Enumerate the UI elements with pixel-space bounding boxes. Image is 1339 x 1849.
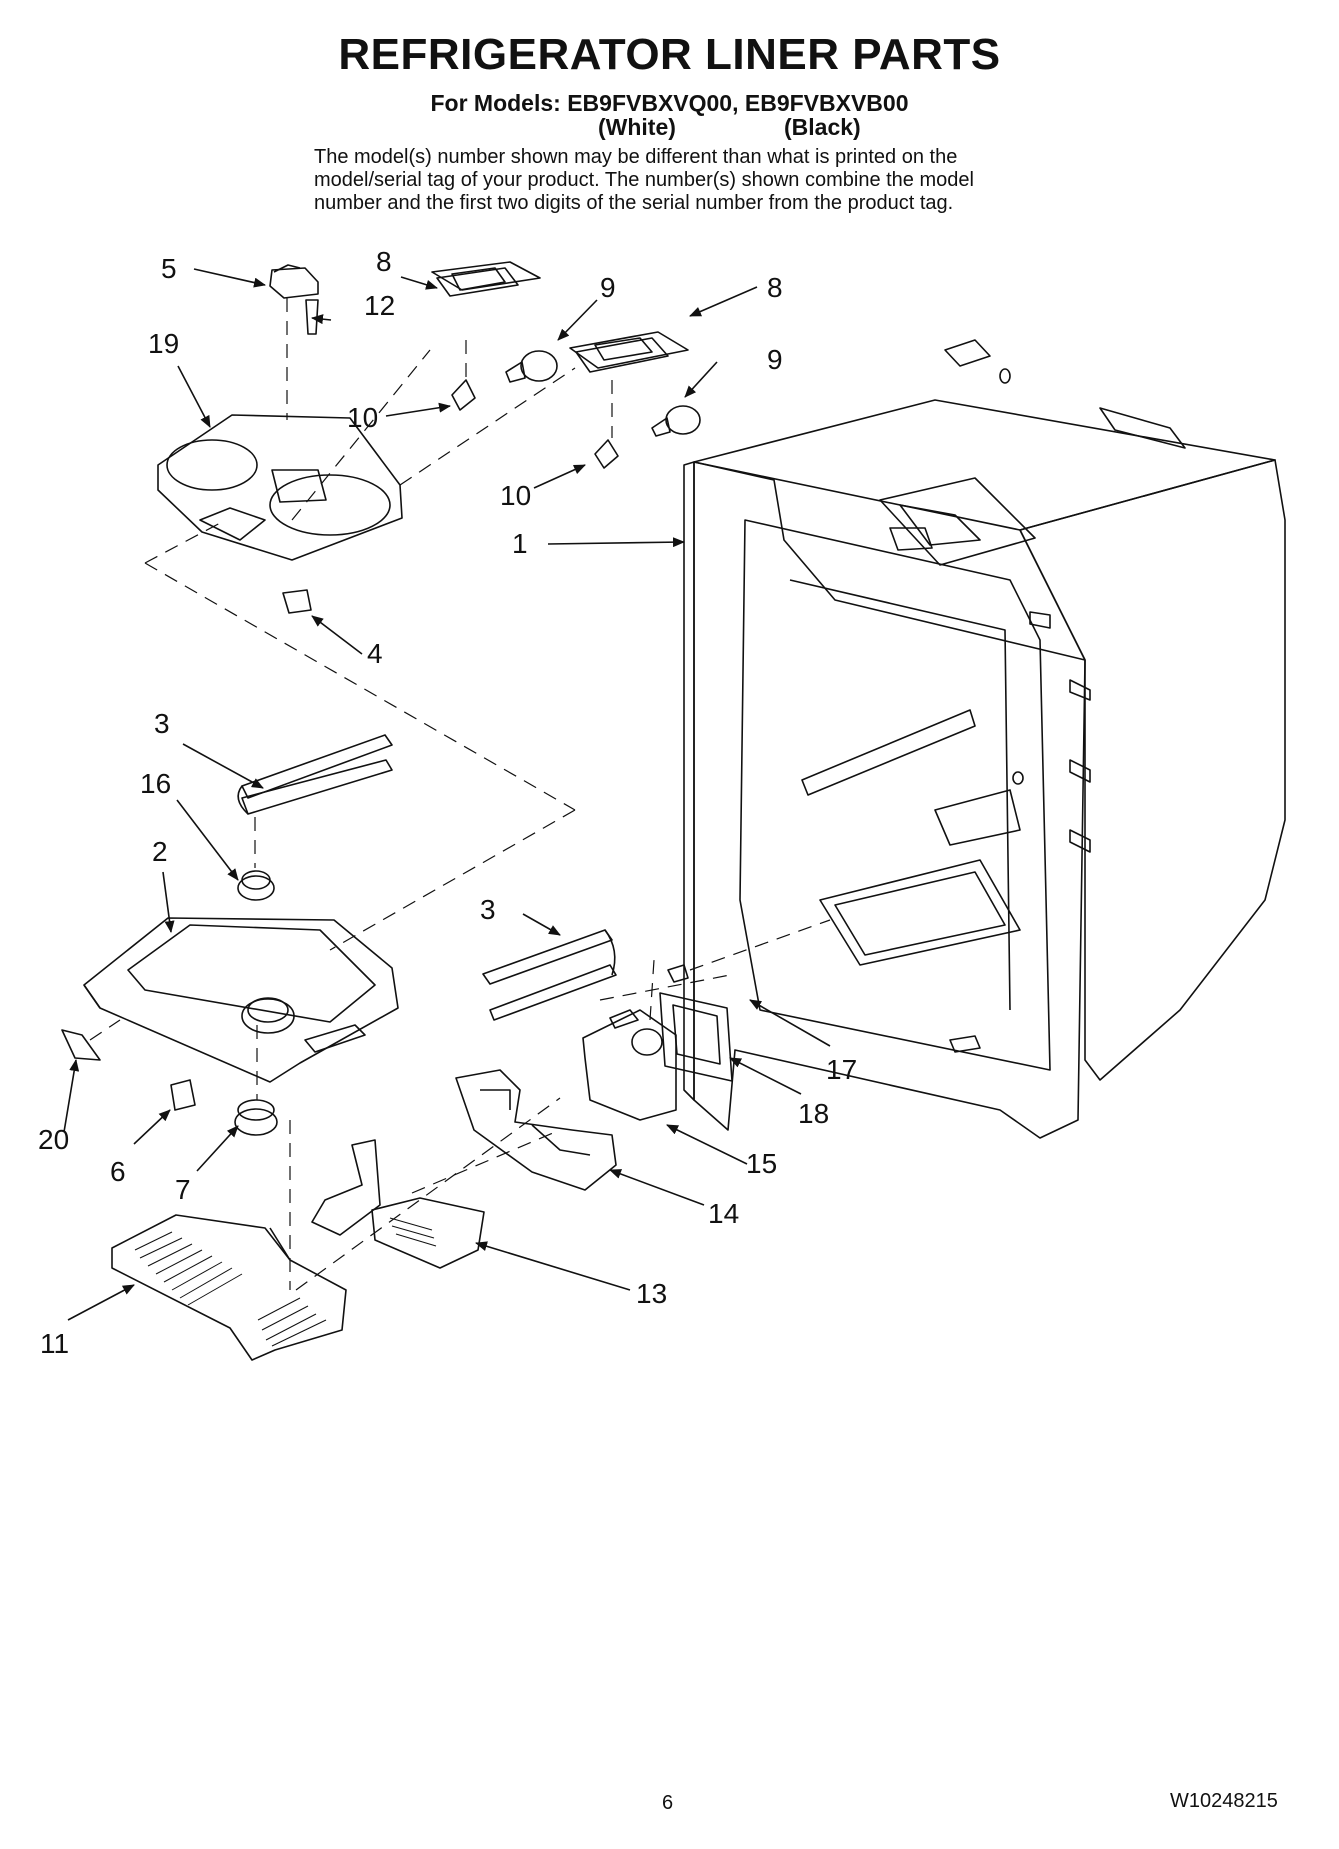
description-line-1: The model(s) number shown may be differe… xyxy=(314,146,958,168)
callout-9-lower: 9 xyxy=(767,344,783,375)
screw xyxy=(305,299,319,335)
damper-motor xyxy=(582,1009,677,1121)
bulb-upper xyxy=(505,350,558,383)
clip xyxy=(61,1029,101,1061)
refrigerator-liner xyxy=(683,339,1286,1139)
control-base xyxy=(83,917,399,1083)
light-shield xyxy=(157,414,403,561)
callout-18: 18 xyxy=(798,1098,830,1129)
screw-fitting xyxy=(667,964,689,983)
light-housing-lower xyxy=(569,331,689,373)
page-title: REFRIGERATOR LINER PARTS xyxy=(338,30,1001,79)
callout-9-upper: 9 xyxy=(600,272,616,303)
socket-lower xyxy=(594,439,619,469)
filter-bezel xyxy=(659,992,733,1082)
callout-12: 12 xyxy=(364,290,396,321)
callout-16: 16 xyxy=(140,768,172,799)
callout-19: 19 xyxy=(148,328,180,359)
belt-upper xyxy=(237,734,393,815)
air-damper-housing xyxy=(455,1069,617,1191)
page-number: 6 xyxy=(662,1792,674,1814)
description-line-3: number and the first two digits of the s… xyxy=(314,192,954,214)
sensor xyxy=(282,589,312,614)
variant-black-label: (Black) xyxy=(784,114,861,140)
callout-3-upper: 3 xyxy=(154,708,170,739)
light-housing-upper xyxy=(431,261,541,297)
bulb-lower xyxy=(651,405,701,437)
belt-lower xyxy=(482,929,617,1021)
document-number: W10248215 xyxy=(1170,1790,1278,1812)
callout-11: 11 xyxy=(40,1328,70,1359)
callout-7: 7 xyxy=(175,1174,191,1205)
callout-8-lower: 8 xyxy=(767,272,783,303)
callout-4: 4 xyxy=(367,638,383,669)
callout-15: 15 xyxy=(746,1148,778,1179)
callout-10-upper: 10 xyxy=(347,402,379,433)
callout-14: 14 xyxy=(708,1198,740,1229)
callout-8-upper: 8 xyxy=(376,246,392,277)
description-line-2: model/serial tag of your product. The nu… xyxy=(314,169,974,191)
gear xyxy=(237,870,275,901)
socket-upper xyxy=(451,379,476,411)
damper-gear xyxy=(234,1099,278,1136)
door-switch xyxy=(269,267,319,299)
callout-3-lower: 3 xyxy=(480,894,496,925)
callout-13: 13 xyxy=(636,1278,668,1309)
callout-10-lower: 10 xyxy=(500,480,532,511)
models-line: For Models: EB9FVBXVQ00, EB9FVBXVB00 xyxy=(430,90,909,116)
callout-6: 6 xyxy=(110,1156,126,1187)
variant-white-label: (White) xyxy=(598,114,676,140)
callout-5: 5 xyxy=(161,253,177,284)
callout-20: 20 xyxy=(38,1124,70,1155)
rocker-switch xyxy=(170,1079,196,1111)
air-grille xyxy=(111,1214,347,1361)
diffuser-cover xyxy=(311,1139,485,1269)
callout-2: 2 xyxy=(152,836,168,867)
grille-slots xyxy=(134,1217,437,1347)
callout-1: 1 xyxy=(512,528,528,559)
callout-17: 17 xyxy=(826,1054,858,1085)
description: The model(s) number shown may be differe… xyxy=(314,146,1144,215)
